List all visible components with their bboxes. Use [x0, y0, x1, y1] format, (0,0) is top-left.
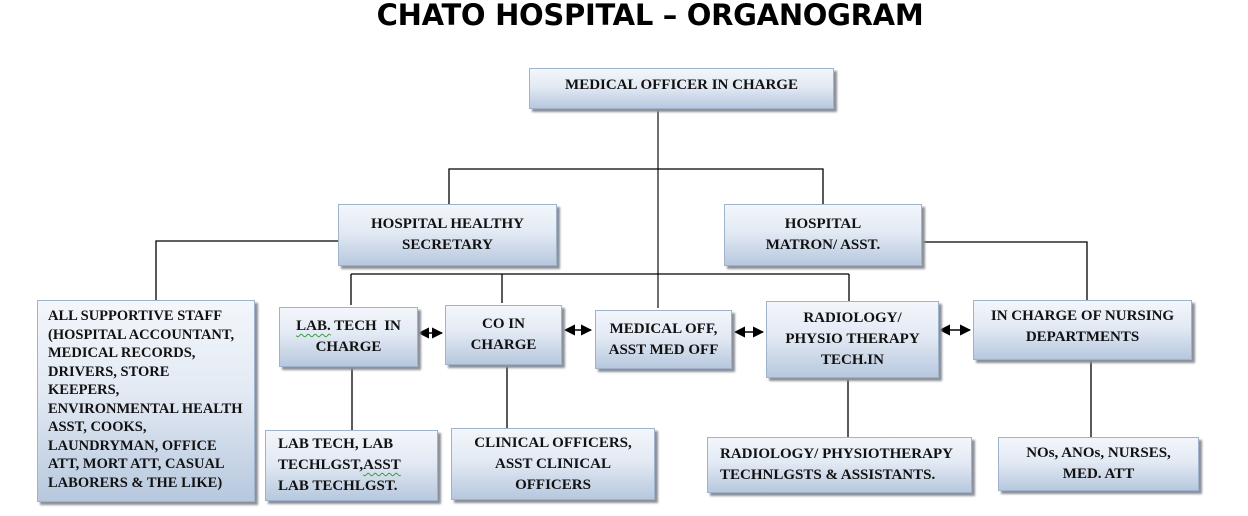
node-label-line: RADIOLOGY/ PHYSIOTHERAPY: [720, 446, 953, 462]
node-label-line: ASST, COOKS,: [48, 419, 147, 435]
node-nursing-staff: NOs, ANOs, NURSES, MED. ATT: [998, 437, 1199, 491]
node-label-line: (HOSPITAL ACCOUNTANT,: [48, 326, 235, 343]
node-label-line: RADIOLOGY/: [803, 310, 902, 326]
node-label: MEDICAL OFFICER IN CHARGE: [565, 77, 798, 93]
node-label-line: CLINICAL OFFICERS,: [474, 434, 632, 451]
node-label-line: ENVIRONMENTAL HEALTH: [48, 400, 243, 417]
node-label-line: TECHLGST,ASST: [278, 455, 401, 476]
node-radiology-staff: RADIOLOGY/ PHYSIOTHERAPY TECHNLGSTS & AS…: [707, 437, 972, 493]
connector-secretary-supportive: [155, 240, 340, 300]
node-label-line: NOs, ANOs, NURSES,: [1026, 445, 1171, 461]
node-label-fragment: TECH IN: [330, 318, 401, 334]
node-clinical-officers: CLINICAL OFFICERS, ASST CLINICAL OFFICER…: [451, 428, 655, 500]
node-label-line: MED. ATT: [1062, 466, 1135, 482]
node-label-line: LAUNDRYMAN, OFFICE: [48, 437, 217, 454]
node-label-line: LABORERS & THE LIKE): [48, 474, 223, 491]
connector-matron-nursing: [922, 241, 1088, 300]
node-label-line: LAB. TECH IN: [296, 316, 401, 337]
node-label-line: HOSPITAL: [784, 216, 862, 232]
node-label-line: TECH.IN: [821, 352, 884, 368]
node-lab-staff: LAB TECH, LAB TECHLGST,ASST LAB TECHLGST…: [265, 430, 438, 501]
node-label-line: CO IN: [482, 316, 525, 332]
node-medical-off: MEDICAL OFF, ASST MED OFF: [595, 310, 732, 369]
node-label-line: ATT, MORT ATT, CASUAL: [48, 456, 225, 472]
node-label-line: PHYSIO THERAPY: [785, 331, 920, 347]
node-label-line: DEPARTMENTS: [1025, 329, 1140, 345]
node-hospital-healthy-secretary: HOSPITAL HEALTHY SECRETARY: [338, 204, 557, 266]
node-label-line: LAB TECH, LAB: [278, 436, 394, 452]
node-label-line: HOSPITAL HEALTHY: [371, 216, 524, 232]
node-label-line: MATRON/ ASST.: [765, 237, 881, 253]
node-label-line: ASST CLINICAL: [494, 455, 611, 472]
connector-moic-branches: [448, 168, 824, 204]
node-medical-officer-in-charge: MEDICAL OFFICER IN CHARGE: [529, 68, 834, 109]
node-label-line: OFFICERS: [515, 476, 591, 493]
node-label-line: SECRETARY: [402, 237, 493, 253]
node-label-line: CHARGE: [470, 337, 537, 353]
spellcheck-word: LAB.: [296, 318, 331, 334]
node-in-charge-nursing: IN CHARGE OF NURSING DEPARTMENTS: [973, 300, 1192, 360]
node-co-in-charge: CO IN CHARGE: [445, 305, 562, 365]
node-label-fragment: TECHLGST,: [278, 457, 364, 473]
spellcheck-word: ASST: [363, 457, 401, 473]
node-label-line: LAB TECHLGST.: [278, 478, 398, 494]
node-hospital-matron: HOSPITAL MATRON/ ASST.: [724, 204, 922, 266]
node-label-line: TECHNLGSTS & ASSISTANTS.: [720, 467, 936, 483]
node-radiology-physio-in-charge: RADIOLOGY/ PHYSIO THERAPY TECH.IN: [766, 301, 939, 378]
page-title: CHATO HOSPITAL – ORGANOGRAM: [376, 0, 924, 32]
node-label-line: DRIVERS, STORE KEEPERS,: [48, 363, 170, 399]
node-all-supportive-staff: ALL SUPPORTIVE STAFF (HOSPITAL ACCOUNTAN…: [37, 300, 255, 502]
node-label-line: MEDICAL RECORDS,: [48, 345, 196, 361]
node-label-line: IN CHARGE OF NURSING: [990, 308, 1175, 324]
node-label-line: CHARGE: [315, 339, 382, 355]
node-label-line: MEDICAL OFF,: [609, 320, 718, 337]
node-label-line: ALL SUPPORTIVE STAFF: [48, 308, 223, 324]
node-lab-tech-in-charge: LAB. TECH IN CHARGE: [279, 307, 418, 367]
node-label-line: ASST MED OFF: [608, 341, 719, 358]
